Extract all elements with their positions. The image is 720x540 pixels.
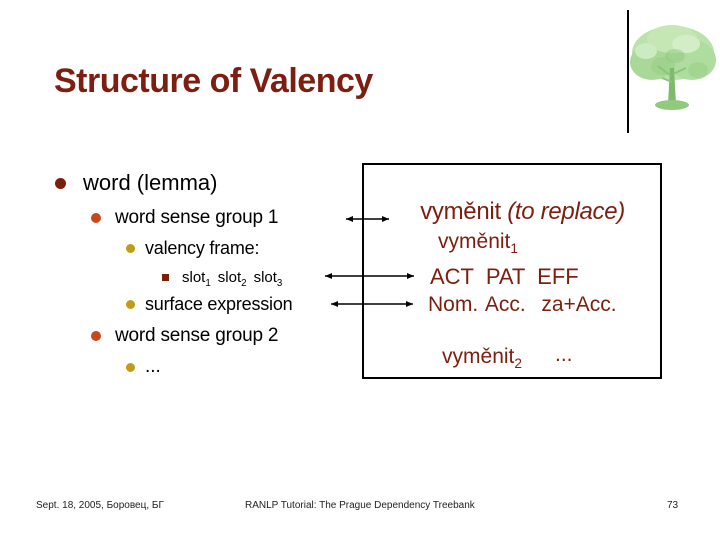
slot-3: slot3 [253, 269, 283, 289]
bullet-icon [126, 362, 135, 372]
slot-2: slot2 [217, 269, 247, 289]
box-frame-forms: Nom. Acc. za+Acc. [428, 293, 617, 316]
outline-item-label: ... [145, 356, 161, 377]
outline-item-surface: surface expression [126, 293, 293, 315]
box-heading: vyměnit (to replace) [382, 170, 625, 254]
outline-item-group2: word sense group 2 [91, 324, 278, 348]
title-divider [627, 10, 629, 133]
box-ellipsis: ... [555, 343, 573, 366]
valency-example-box: vyměnit (to replace) vyměnit1 ACT PAT EF… [362, 163, 662, 379]
bullet-icon [126, 299, 135, 309]
slide-title: Structure of Valency [54, 62, 373, 100]
bullet-icon [126, 243, 135, 253]
footer-date: Sept. 18, 2005, Боровец, БГ [36, 500, 164, 511]
bullet-icon [91, 213, 101, 223]
outline-item-valency-frame: valency frame: [126, 237, 259, 259]
tree-icon [630, 25, 716, 110]
outline-item-label: word sense group 1 [115, 207, 279, 228]
box-frame-roles: ACT PAT EFF [430, 264, 579, 289]
outline-item-group1: word sense group 1 [91, 206, 278, 230]
bullet-icon [55, 177, 66, 189]
outline-item-ellipsis: ... [126, 356, 161, 378]
outline-item-label: surface expression [145, 293, 293, 314]
slot-1: slot1 [182, 269, 211, 289]
box-sense1: vyměnit1 [438, 230, 518, 257]
footer-tutorial-title: RANLP Tutorial: The Prague Dependency Tr… [245, 500, 475, 511]
outline-item-lemma: word (lemma) [55, 170, 217, 196]
outline-item-label: valency frame: [145, 237, 260, 258]
outline-item-slots: slot1 slot2 slot3 [162, 267, 289, 288]
box-sense2: vyměnit2 [442, 345, 522, 372]
box-heading-word: vyměnit [420, 198, 508, 225]
box-heading-gloss: (to replace) [507, 198, 625, 225]
outline-item-label: word sense group 2 [115, 325, 279, 346]
square-bullet-icon [162, 274, 169, 281]
footer-page-number: 73 [667, 500, 679, 511]
bullet-icon [91, 331, 101, 341]
outline-item-label: word (lemma) [83, 170, 218, 195]
